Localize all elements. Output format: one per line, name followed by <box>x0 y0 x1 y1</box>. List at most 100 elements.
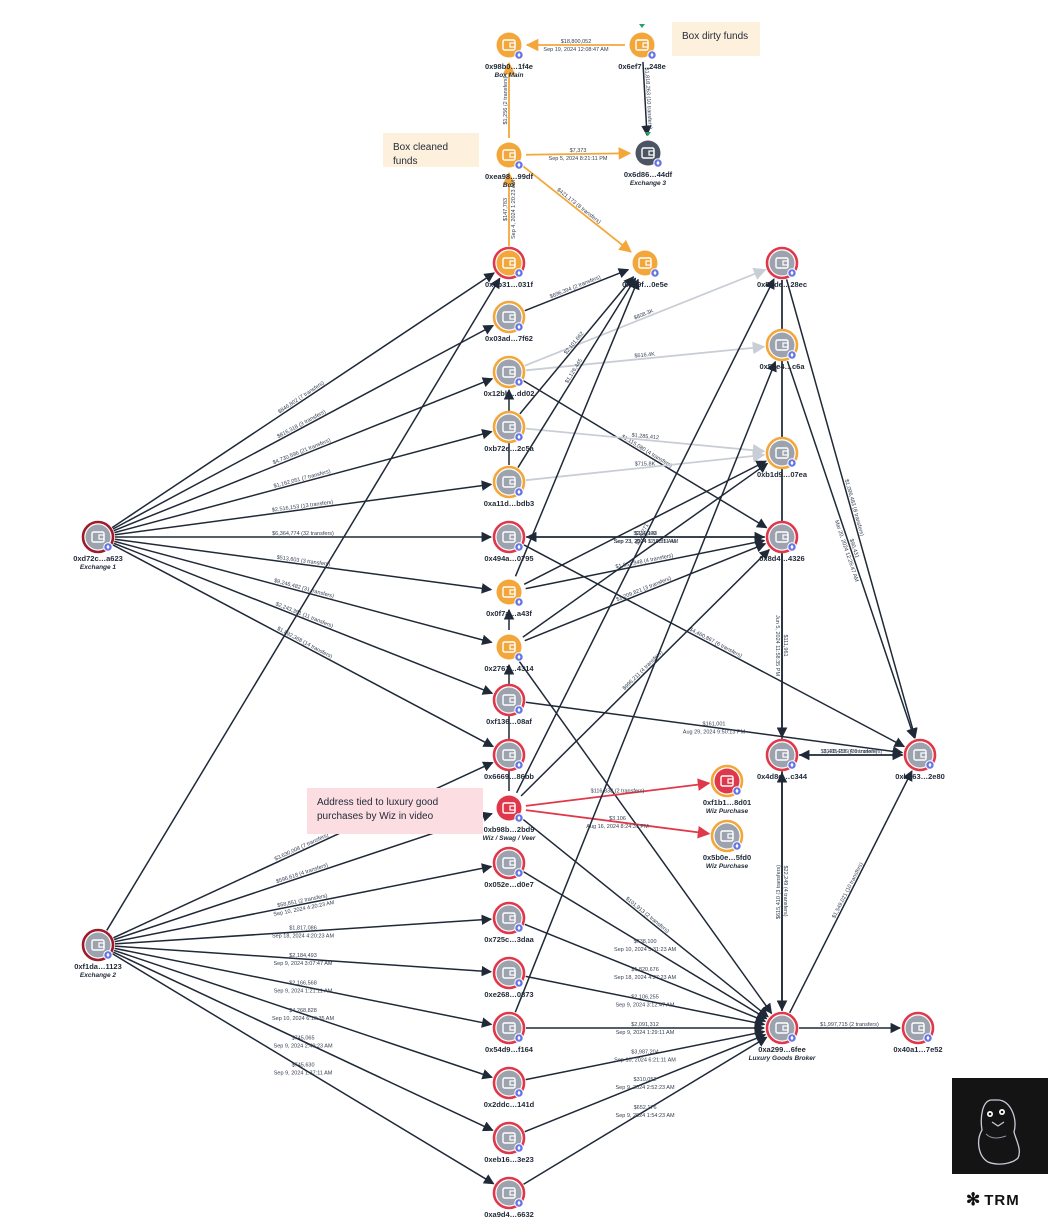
edge-amount-label: $652,176 <box>634 1105 657 1111</box>
edge-n4d8d-to-lux: $22,249 (4 transfers) <box>776 772 788 1012</box>
node-n725c[interactable]: 0x725c…3daa <box>484 901 535 944</box>
wallet-icon <box>720 830 734 842</box>
edge-amount-label: $1,997,715 (2 transfers) <box>820 1022 879 1028</box>
edge-ex1-to-nb72e: $1,162,051 (7 transfers) <box>114 429 493 534</box>
node-entity-label: Box <box>503 182 516 189</box>
edge-amount-label: $808.3K <box>633 308 655 321</box>
wallet-icon <box>502 749 516 761</box>
node-n0f7a[interactable]: 0x0f7a…a43f <box>486 577 532 618</box>
node-n8d4[interactable]: 0x8d4…4326 <box>759 520 805 563</box>
edge-line <box>515 278 775 794</box>
node-na11d[interactable]: 0xa11d…bdb3 <box>484 465 534 508</box>
node-n4d8d[interactable]: 0x4d8d…c344 <box>757 738 808 781</box>
edge-ex1-to-n03ad: $816,318 (3 transfers) <box>112 324 495 530</box>
edge-amount-label: $111,961 <box>782 634 788 656</box>
edge-line <box>517 277 637 468</box>
edge-line <box>520 548 770 797</box>
node-ne268[interactable]: 0xe268…0873 <box>484 956 534 999</box>
edge-amount-label: $2,166,568 <box>289 980 317 986</box>
ethereum-badge-icon <box>787 1033 797 1043</box>
node-address-label: 0x12bb…dd02 <box>484 389 535 398</box>
edge-amount-label: $1,817,086 <box>289 926 317 932</box>
node-core <box>769 250 795 276</box>
node-entity-label: Exchange 2 <box>80 972 117 979</box>
edge-amount-label: $1,853,948 (4 transfers) <box>615 553 674 571</box>
wallet-icon <box>502 366 516 378</box>
edge-line <box>111 272 495 529</box>
node-address-label: 0x40a1…7e52 <box>893 1045 942 1054</box>
entry-marker-icon <box>645 132 651 136</box>
node-n2ddc[interactable]: 0x2ddc…141d <box>484 1066 535 1109</box>
node-n6669[interactable]: 0x6669…86bb <box>484 738 534 781</box>
node-address-label: 0xe268…0873 <box>484 990 533 999</box>
node-n55e4[interactable]: 0x55e4…c6a <box>759 328 805 371</box>
node-nb263[interactable]: 0xb263…2e80 <box>895 738 945 781</box>
node-n2761[interactable]: 0x2761…4314 <box>484 632 534 673</box>
node-n052e[interactable]: 0x052e…d0e7 <box>484 846 534 889</box>
edge-n0f7a-to-nb1d9 <box>523 460 767 585</box>
edge-line <box>112 324 495 530</box>
edge-amount-label: Sep 9, 2024 3:07:47 AM <box>273 961 332 967</box>
node-na9d4[interactable]: 0xa9d4…6632 <box>484 1176 534 1219</box>
edge-line <box>113 951 494 1132</box>
wallet-icon <box>502 802 516 814</box>
ethereum-badge-icon <box>653 158 663 168</box>
node-core <box>635 140 661 166</box>
node-dirty[interactable]: 0x6ef7…248e <box>618 24 666 71</box>
node-nb72e[interactable]: 0xb72e…2c5a <box>484 410 535 453</box>
ethereum-badge-icon <box>103 542 113 552</box>
edge-line <box>114 540 493 645</box>
trm-wordmark: TRM <box>984 1192 1020 1209</box>
node-address-label: 0x3f9f…0e5e <box>622 280 668 289</box>
edge-line <box>114 947 493 1028</box>
edge-line <box>525 809 711 839</box>
ethereum-badge-icon <box>732 786 742 796</box>
edge-lux-to-nb263: $1,549,021 (10 transfers) <box>788 770 913 1014</box>
edge-amount-label: $1,549,021 (10 transfers) <box>831 862 864 920</box>
wallet-icon <box>911 1022 925 1034</box>
node-n12bb[interactable]: 0x12bb…dd02 <box>484 355 535 398</box>
edge-nb72e-to-nb1d9: $1,285,412 <box>525 427 766 457</box>
node-n9b31[interactable]: 0x9b31…031f <box>485 246 533 289</box>
node-core <box>496 1070 522 1096</box>
node-n494a[interactable]: 0x494a…0795 <box>484 520 534 563</box>
node-n5bde[interactable]: 0x5bde…28ec <box>757 246 807 289</box>
node-n03ad[interactable]: 0x03ad…7f62 <box>485 300 533 343</box>
ethereum-badge-icon <box>514 868 524 878</box>
edge-amount-label: Sep 9, 2024 2:52:23 AM <box>616 1085 675 1091</box>
node-core <box>496 414 522 440</box>
node-core <box>496 524 522 550</box>
node-neb16[interactable]: 0xeb16…3e23 <box>484 1121 534 1164</box>
node-nb1d9[interactable]: 0xb1d9…07ea <box>757 436 808 479</box>
callout-box-cleaned-funds: Box cleaned funds <box>383 133 479 167</box>
node-address-label: 0xea98…99df <box>485 172 533 181</box>
edge-amount-label: $274,909 <box>634 531 657 537</box>
wallet-icon <box>775 1022 789 1034</box>
edge-amount-label: Sep 9, 2024 2:49:23 AM <box>274 1043 333 1049</box>
node-n3f9f[interactable]: 0x3f9f…0e5e <box>622 248 668 289</box>
edge-line <box>518 660 773 1015</box>
node-n40a1[interactable]: 0x40a1…7e52 <box>893 1011 943 1054</box>
node-entity-label: Wiz Purchase <box>706 863 749 870</box>
ethereum-badge-icon <box>514 1198 524 1208</box>
edge-line <box>525 701 904 757</box>
edge-amount-label: $596,618 (4 transfers) <box>275 862 328 885</box>
wallet-icon <box>502 694 516 706</box>
node-n54d9[interactable]: 0x54d9…f164 <box>485 1011 534 1054</box>
wallet-icon <box>502 257 516 269</box>
node-address-label: 0xb98b…2bd9 <box>484 825 535 834</box>
node-nf136[interactable]: 0xf136…08af <box>486 683 532 726</box>
